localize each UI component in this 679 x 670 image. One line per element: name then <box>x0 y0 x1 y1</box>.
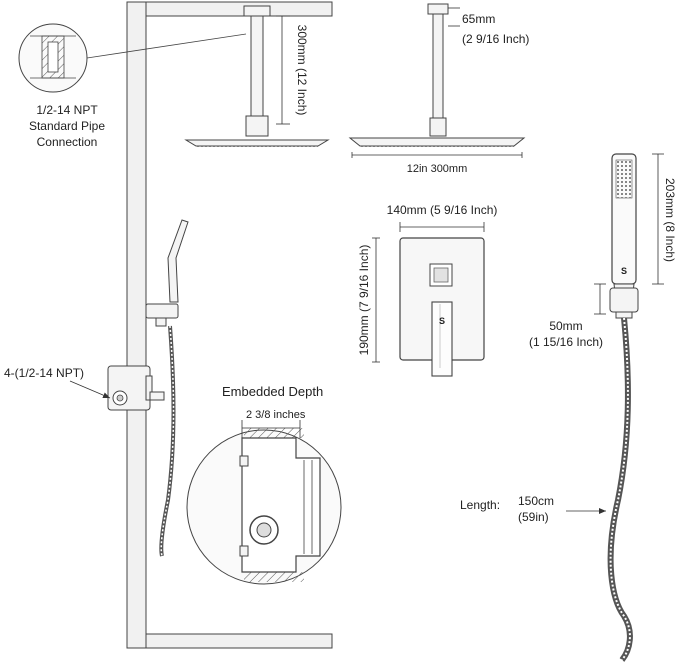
shower-hose <box>607 317 633 662</box>
handheld-length-dimension <box>652 153 664 285</box>
installed-hand-shower <box>145 219 189 557</box>
handheld-logo: S <box>621 266 627 276</box>
handheld-shower-detail <box>609 153 639 319</box>
four-npt-label: 4-(1/2-14 NPT) <box>4 366 84 380</box>
npt-detail <box>18 23 247 93</box>
head-width-label: 12in 300mm <box>407 163 468 175</box>
valve-height-label: 190mm (7 9/16 Inch) <box>357 245 371 356</box>
head-width-dimension <box>351 152 523 158</box>
hose-length-cm: 150cm <box>518 494 554 508</box>
holder-mm-label: 50mm <box>549 319 582 333</box>
npt-label-line2: Standard Pipe <box>29 119 105 133</box>
arm-height-label: 300mm (12 Inch) <box>295 25 309 116</box>
holder-dimension <box>594 283 606 315</box>
arm-diameter-in: (2 9/16 Inch) <box>462 32 529 46</box>
arm-diameter-mm: 65mm <box>462 12 495 26</box>
handheld-length-label: 203mm (8 Inch) <box>663 178 677 262</box>
hose-length-title: Length: <box>460 498 500 512</box>
arm-height-dimension <box>276 15 290 125</box>
embedded-depth-detail <box>186 420 342 585</box>
valve-height-dimension <box>372 237 380 363</box>
mixing-valve-box <box>107 365 165 411</box>
npt-label-line3: Connection <box>37 135 98 149</box>
trim-logo: S <box>439 316 445 326</box>
embedded-depth-label: 2 3/8 inches <box>246 409 306 421</box>
holder-in-label: (1 15/16 Inch) <box>529 335 603 349</box>
valve-width-label: 140mm (5 9/16 Inch) <box>387 203 498 217</box>
embedded-depth-title: Embedded Depth <box>222 384 323 399</box>
wall-structure <box>126 1 333 649</box>
npt-label-line1: 1/2-14 NPT <box>36 103 98 117</box>
shower-arm-detail <box>348 3 526 148</box>
trim-plate <box>399 237 485 377</box>
hose-length-in: (59in) <box>518 510 549 524</box>
valve-width-dimension <box>399 222 485 232</box>
installed-shower-head <box>184 5 330 148</box>
